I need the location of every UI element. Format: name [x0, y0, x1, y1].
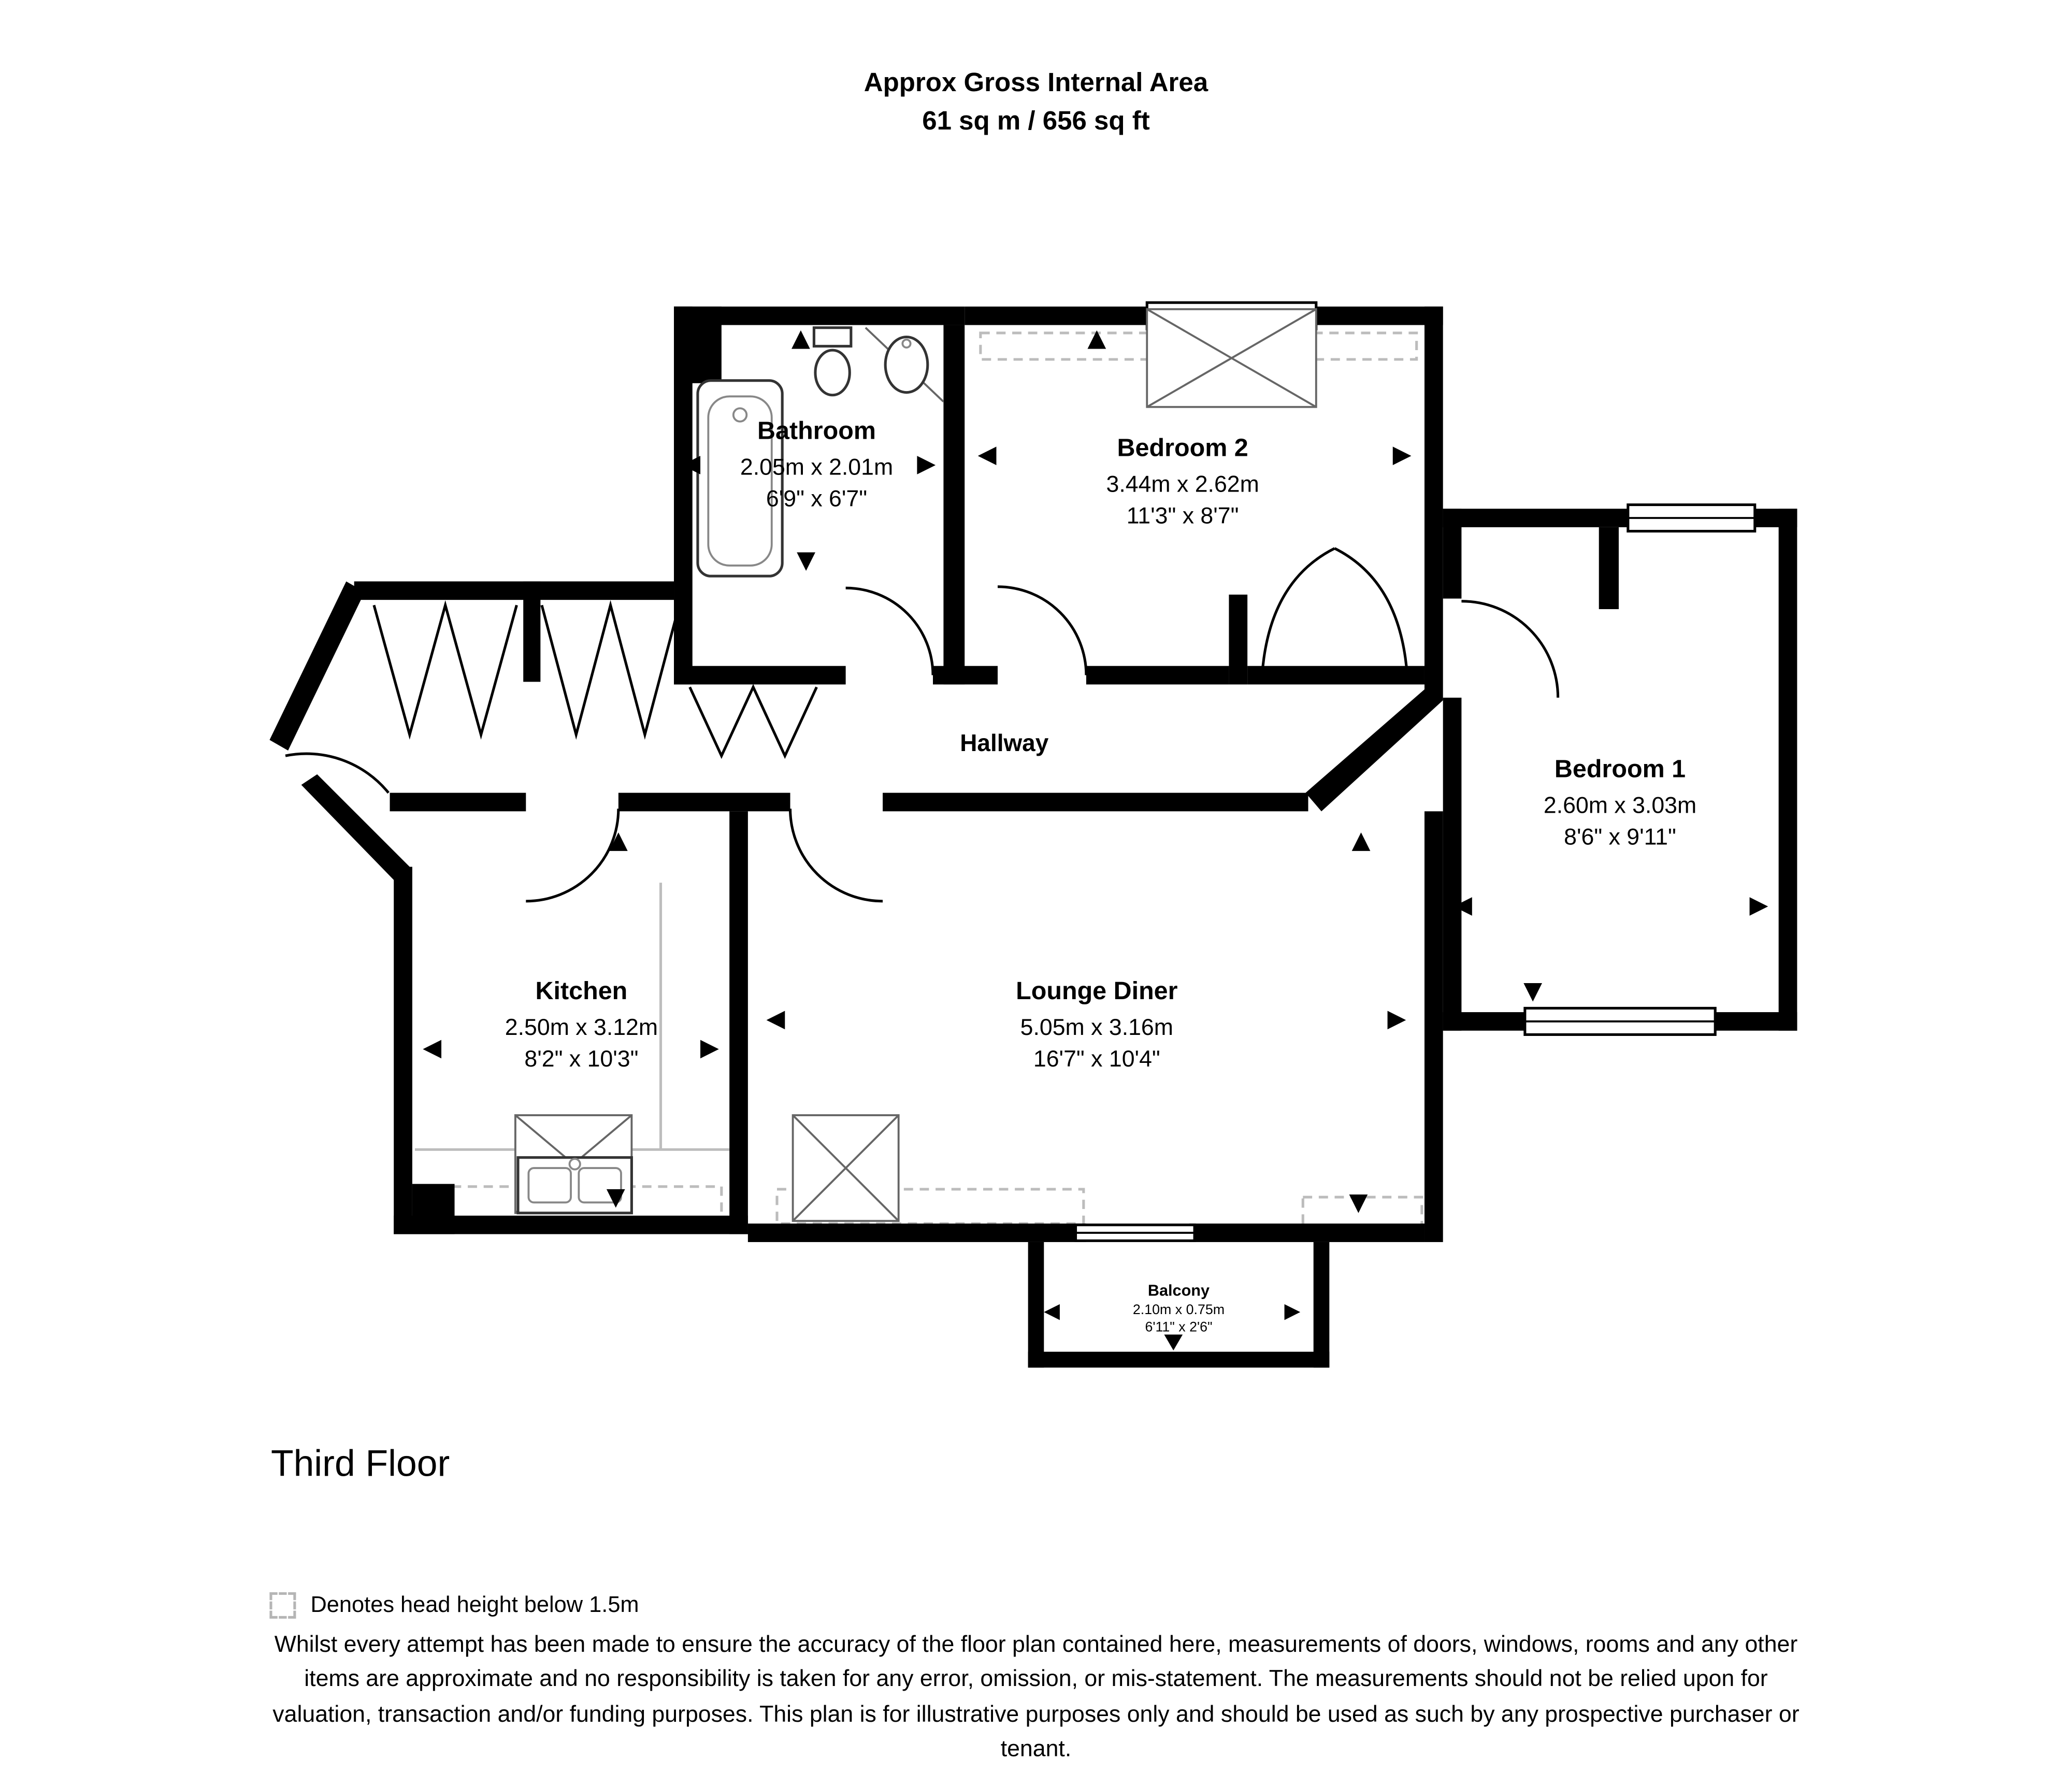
washbasin-icon [884, 335, 929, 394]
room-label-bathroom: Bathroom 2.05m x 2.01m 6'9" x 6'7" [740, 415, 893, 515]
floor-label: Third Floor [270, 1443, 450, 1484]
plan-area-total: 61 sq m / 656 sq ft [922, 107, 1150, 136]
room-name: Lounge Diner [1016, 978, 1178, 1006]
bifold-closet-doors [372, 600, 818, 759]
head-height-legend: Denotes head height below 1.5m [269, 1592, 639, 1619]
bath-icon [696, 379, 784, 578]
plan-header: Approx Gross Internal Area 61 sq m / 656… [0, 69, 2072, 138]
room-dimensions-imperial: 8'2" x 10'3" [524, 1045, 639, 1072]
room-name: Balcony [1147, 1281, 1210, 1300]
bedroom1-window-top [1627, 503, 1757, 533]
bedroom1-window-bottom [1523, 1006, 1717, 1036]
room-label-kitchen: Kitchen 2.50m x 3.12m 8'2" x 10'3" [505, 975, 658, 1075]
room-dimensions-imperial: 6'11" x 2'6" [1145, 1319, 1213, 1336]
room-dimensions-metric: 5.05m x 3.16m [1020, 1013, 1173, 1040]
room-dimensions-imperial: 11'3" x 8'7" [1126, 502, 1239, 529]
wardrobe-icon [1146, 308, 1317, 408]
plan-title: Approx Gross Internal Area [864, 68, 1208, 98]
room-dimensions-metric: 2.50m x 3.12m [505, 1013, 658, 1040]
room-dimensions-metric: 2.10m x 0.75m [1132, 1302, 1225, 1318]
lounge-storage-icon [792, 1114, 900, 1222]
head-height-legend-swatch [269, 1592, 296, 1619]
room-name: Kitchen [535, 978, 628, 1006]
toilet-icon [812, 326, 853, 397]
room-dimensions-metric: 2.60m x 3.03m [1543, 791, 1697, 818]
room-name: Bedroom 1 [1554, 756, 1686, 784]
room-dimensions-imperial: 16'7" x 10'4" [1033, 1045, 1160, 1072]
door-arcs [285, 547, 1560, 903]
room-dimensions-metric: 2.05m x 2.01m [740, 453, 894, 480]
room-name: Bathroom [757, 417, 876, 446]
kitchen-sink-icon [516, 1156, 633, 1215]
fixtures [514, 308, 1317, 1222]
room-label-hallway: Hallway [960, 730, 1049, 757]
walls [269, 306, 1797, 1368]
dimension-arrows [423, 330, 1768, 1351]
room-dimensions-metric: 3.44m x 2.62m [1106, 470, 1259, 497]
balcony-sliding-door [1074, 1223, 1285, 1242]
room-label-bedroom1: Bedroom 1 2.60m x 3.03m 8'6" x 9'11" [1544, 754, 1696, 854]
room-dimensions-imperial: 8'6" x 9'11" [1564, 824, 1676, 851]
room-label-lounge-diner: Lounge Diner 5.05m x 3.16m 16'7" x 10'4" [1016, 975, 1177, 1075]
room-label-bedroom2: Bedroom 2 3.44m x 2.62m 11'3" x 8'7" [1106, 433, 1259, 532]
room-dimensions-imperial: 6'9" x 6'7" [766, 485, 868, 512]
room-name: Bedroom 2 [1117, 435, 1248, 463]
disclaimer-text: Whilst every attempt has been made to en… [272, 1630, 1800, 1761]
head-height-legend-text: Denotes head height below 1.5m [310, 1592, 639, 1618]
room-label-balcony: Balcony 2.10m x 0.75m 6'11" x 2'6" [1133, 1281, 1225, 1337]
